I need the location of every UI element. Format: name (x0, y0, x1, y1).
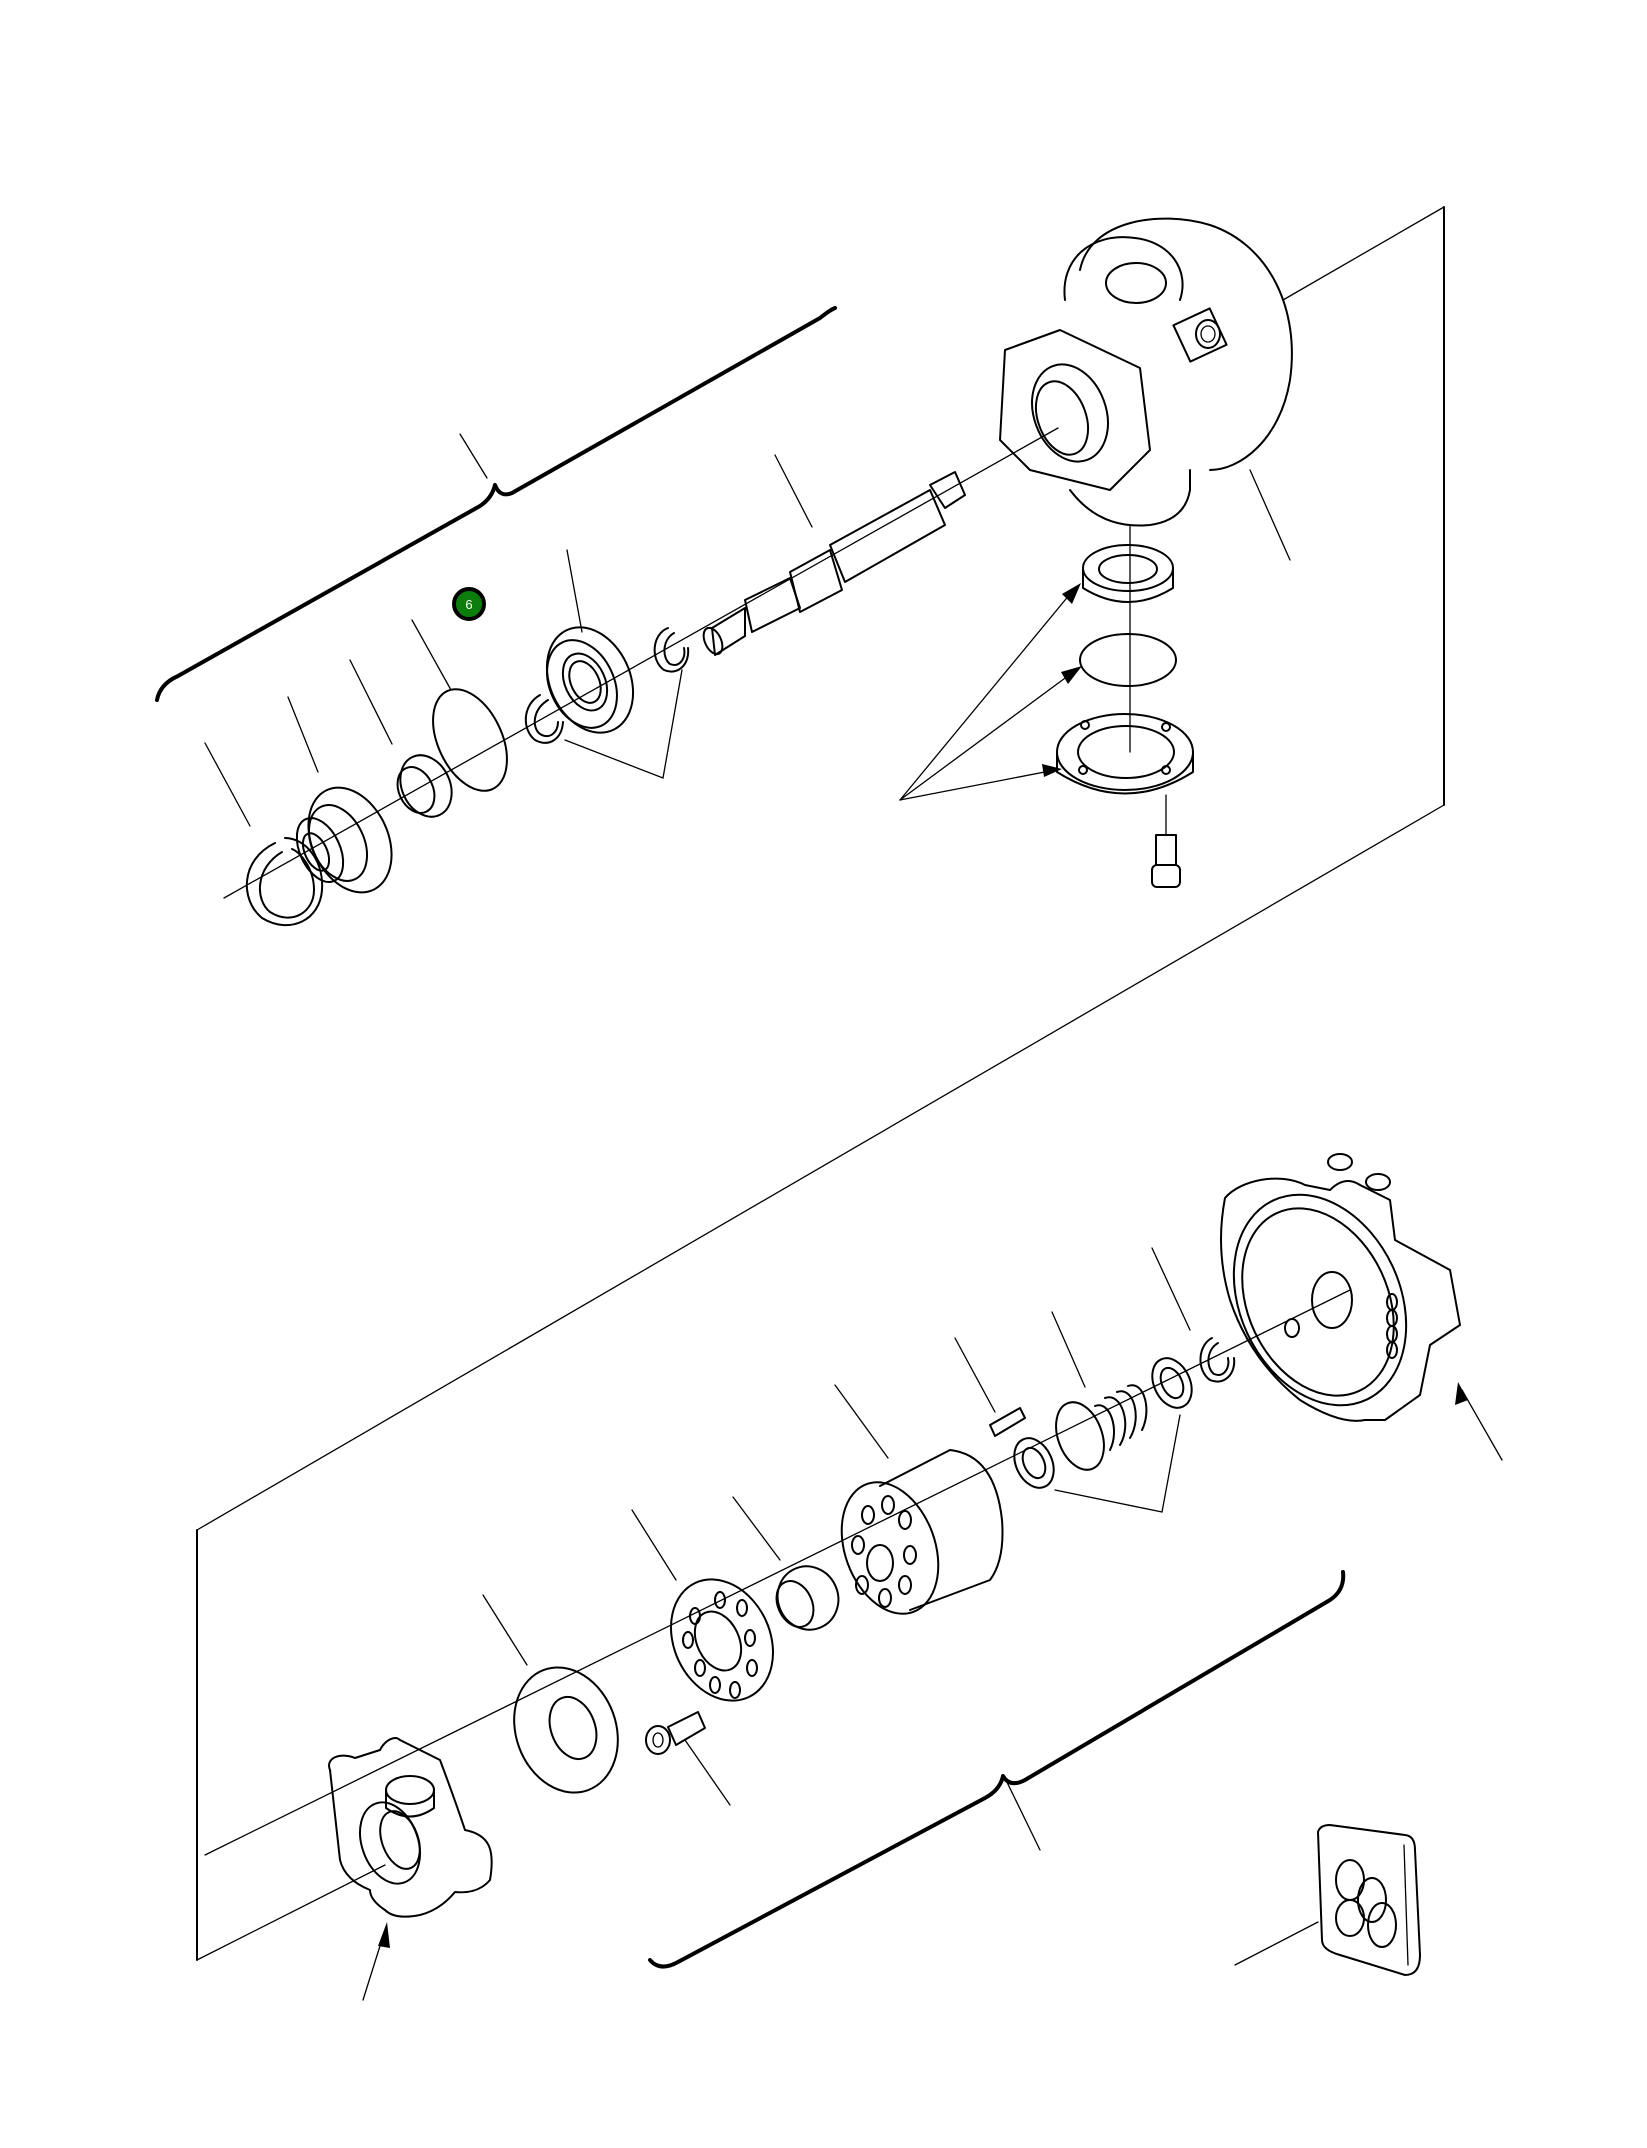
drive-shaft (702, 454, 966, 656)
shoe-bolt (645, 1711, 731, 1806)
pointer-arrows-seals (899, 583, 1082, 801)
spring (1051, 1311, 1148, 1471)
snap-ring-shaft (653, 627, 690, 673)
seal-kit-package (1234, 1824, 1421, 1976)
guide-bushing (732, 1496, 840, 1631)
ball-bearing (545, 549, 635, 734)
callout-badge-6[interactable]: 6 (452, 587, 486, 621)
pointer-arrow-block (378, 1922, 390, 1948)
assembly-frame (196, 206, 1445, 1961)
lower-group-brace (648, 1570, 1346, 1969)
seal-cover-stack (1056, 524, 1194, 888)
lower-assembly (204, 1153, 1503, 2001)
swashplate-block (328, 1737, 493, 1918)
retainer-plate (631, 1509, 775, 1702)
washer (1013, 1437, 1055, 1489)
upper-assembly (204, 217, 1293, 927)
cylinder-block (834, 1384, 1004, 1615)
snap-ring-small (524, 694, 564, 744)
pointer-arrow-housing (1455, 1382, 1468, 1405)
pin (954, 1337, 1026, 1437)
thrust-plate (482, 1594, 619, 1794)
o-ring (411, 619, 508, 792)
bushing (349, 659, 453, 818)
seal-carrier (287, 696, 393, 894)
rear-housing (1220, 1153, 1461, 1422)
upper-group-brace (155, 306, 837, 702)
snap-ring-lower (1151, 1247, 1236, 1383)
snap-ring-large (204, 742, 324, 927)
front-housing (999, 217, 1293, 561)
callout-label: 6 (465, 596, 473, 612)
shim (1151, 1357, 1193, 1409)
